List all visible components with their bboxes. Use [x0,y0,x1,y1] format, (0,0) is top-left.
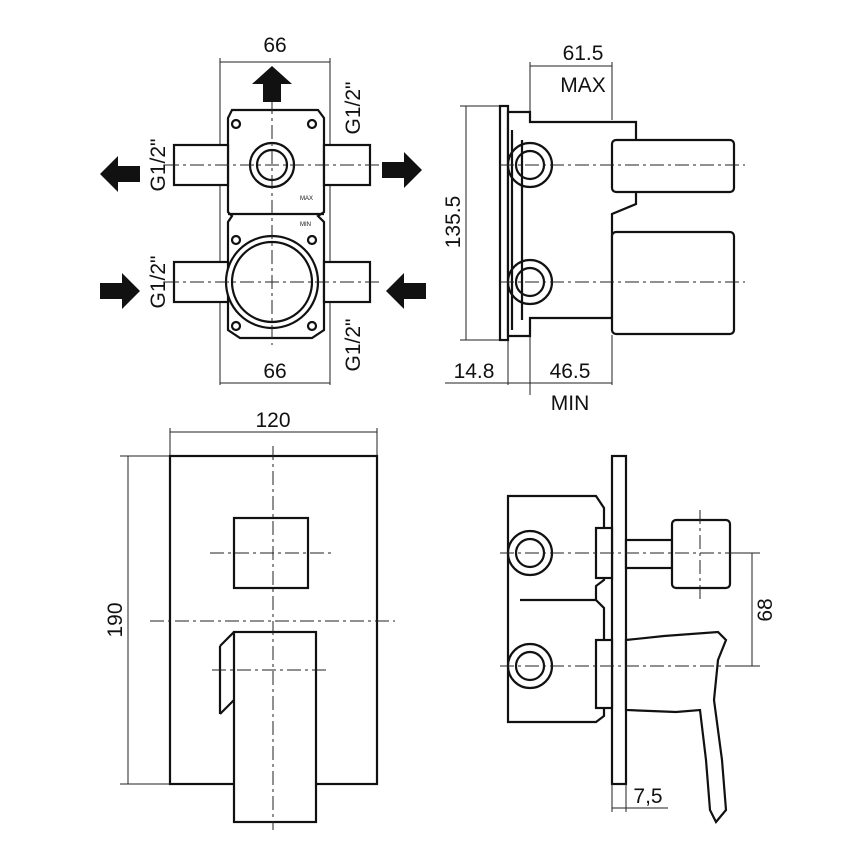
arrow-right-in-icon [100,273,140,309]
dim-offset: 14.8 [454,360,495,383]
dim-height: 135.5 [442,196,465,249]
lever-handle [232,630,318,824]
dim-plate-thickness: 7,5 [633,785,662,808]
port-label-right-upper: G1/2" [342,82,365,135]
port-label-right-lower: G1/2" [342,319,365,372]
dim-width-top: 66 [263,34,286,57]
arrow-right-icon [382,152,422,188]
dim-plate-width: 120 [255,409,290,432]
assembly-side-view: 68 7,5 [500,454,777,824]
dim-plate-height: 190 [104,602,127,637]
arrow-up-icon [252,66,292,102]
valve-side-view: 61.5 MAX 135.5 14.8 46.5 MIN [442,42,745,415]
dim-width-bottom: 66 [263,360,286,383]
port-label-left-lower: G1/2" [147,256,170,309]
dim-depth-min: 46.5 [550,360,591,383]
arrow-left-icon [100,156,140,192]
side-diverter-knob [670,518,732,590]
plate-edge [610,454,628,786]
dim-depth-min-label: MIN [551,392,590,415]
port-label-left-upper: G1/2" [147,139,170,192]
dim-depth-max-label: MAX [560,74,606,97]
dim-depth-max: 61.5 [563,42,604,65]
body-marking-max: MAX [300,196,313,202]
arrow-left-in-icon [386,273,426,309]
valve-front-view: 66 66 MAX MIN G1 [100,34,426,385]
plate-front-view: 120 190 [104,409,395,830]
side-lever [624,630,728,824]
body-marking-min: MIN [300,222,311,228]
dim-handle-spacing: 68 [754,598,777,621]
